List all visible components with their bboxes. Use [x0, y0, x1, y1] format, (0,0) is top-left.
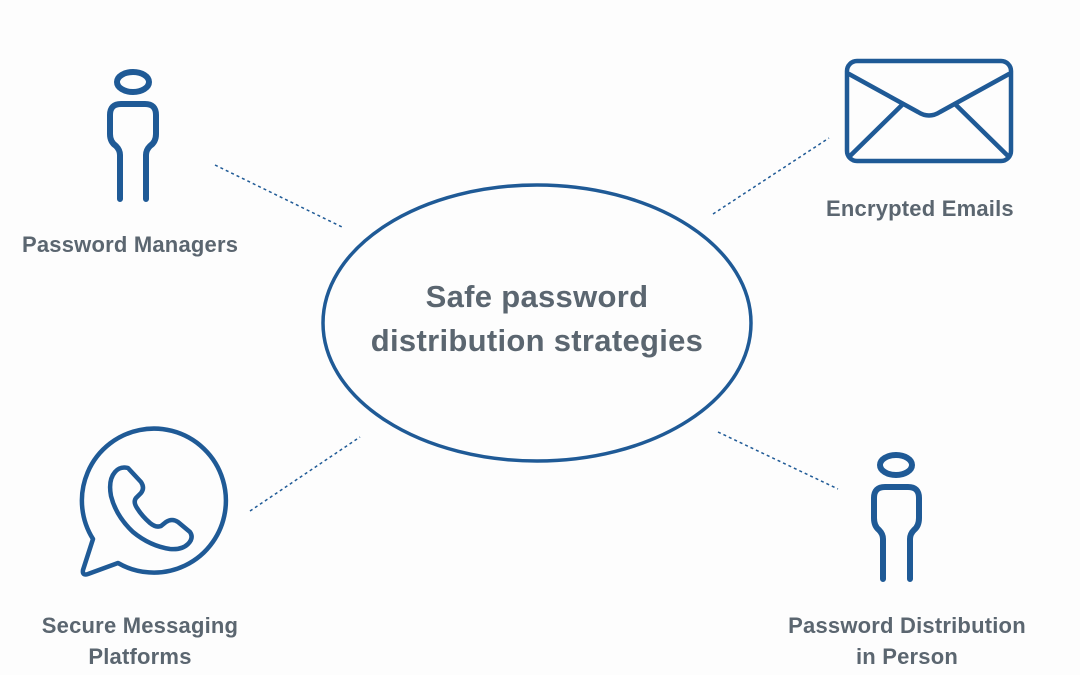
label-line: in Person	[855, 644, 959, 669]
connector-encrypted-emails	[712, 137, 830, 215]
connector-password-managers	[214, 164, 343, 228]
person-icon	[107, 69, 159, 202]
connector-secure-messaging	[249, 436, 361, 512]
center-title: Safe password distribution strategies	[322, 275, 752, 363]
center-ellipse	[321, 183, 753, 463]
label-line: Password Managers	[22, 232, 239, 257]
center-title-line1: Safe password	[425, 279, 649, 314]
node-label-encrypted-emails: Encrypted Emails	[826, 193, 1034, 224]
label-line: Secure Messaging	[41, 613, 239, 638]
chat-phone-icon	[79, 426, 229, 577]
label-line: Platforms	[88, 644, 192, 669]
center-title-line2: distribution strategies	[370, 323, 704, 358]
node-label-secure-messaging: Secure Messaging Platforms	[20, 610, 260, 672]
connector-in-person	[717, 431, 839, 490]
label-line: Encrypted Emails	[826, 196, 1014, 221]
node-label-in-person: Password Distribution in Person	[766, 610, 1048, 672]
node-label-password-managers: Password Managers	[22, 229, 266, 260]
label-line: Password Distribution	[788, 613, 1026, 638]
person-icon	[871, 452, 922, 582]
envelope-icon	[844, 58, 1014, 164]
